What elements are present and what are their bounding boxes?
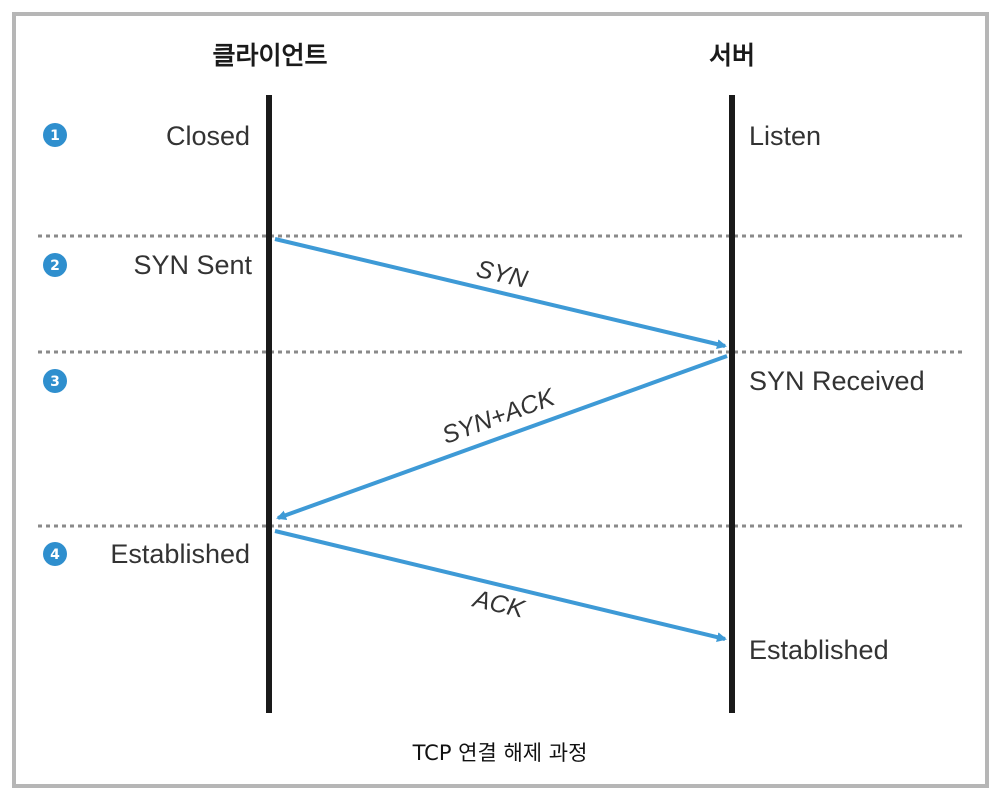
step-number: 3 — [50, 374, 60, 390]
step-number: 2 — [50, 258, 60, 274]
step-marker-2: 2 — [43, 253, 67, 277]
client-state-syn-sent: SYN Sent — [133, 250, 252, 280]
step-number: 1 — [50, 128, 60, 144]
diagram-frame — [12, 12, 989, 788]
step-marker-1: 1 — [43, 123, 67, 147]
diagram-caption: TCP 연결 해제 과정 — [412, 741, 588, 765]
syn-ack-arrow — [276, 354, 728, 520]
client-state-established: Established — [110, 539, 250, 569]
syn-arrow — [274, 237, 727, 350]
ack-arrow — [274, 529, 727, 642]
server-header: 서버 — [709, 41, 755, 70]
client-header: 클라이언트 — [212, 41, 327, 70]
client-state-closed: Closed — [166, 121, 250, 151]
server-state-listen: Listen — [749, 121, 821, 151]
server-state-syn-received: SYN Received — [749, 366, 925, 396]
server-state-established: Established — [749, 635, 889, 665]
step-marker-4: 4 — [43, 542, 67, 566]
step-marker-3: 3 — [43, 369, 67, 393]
step-number: 4 — [50, 547, 60, 563]
